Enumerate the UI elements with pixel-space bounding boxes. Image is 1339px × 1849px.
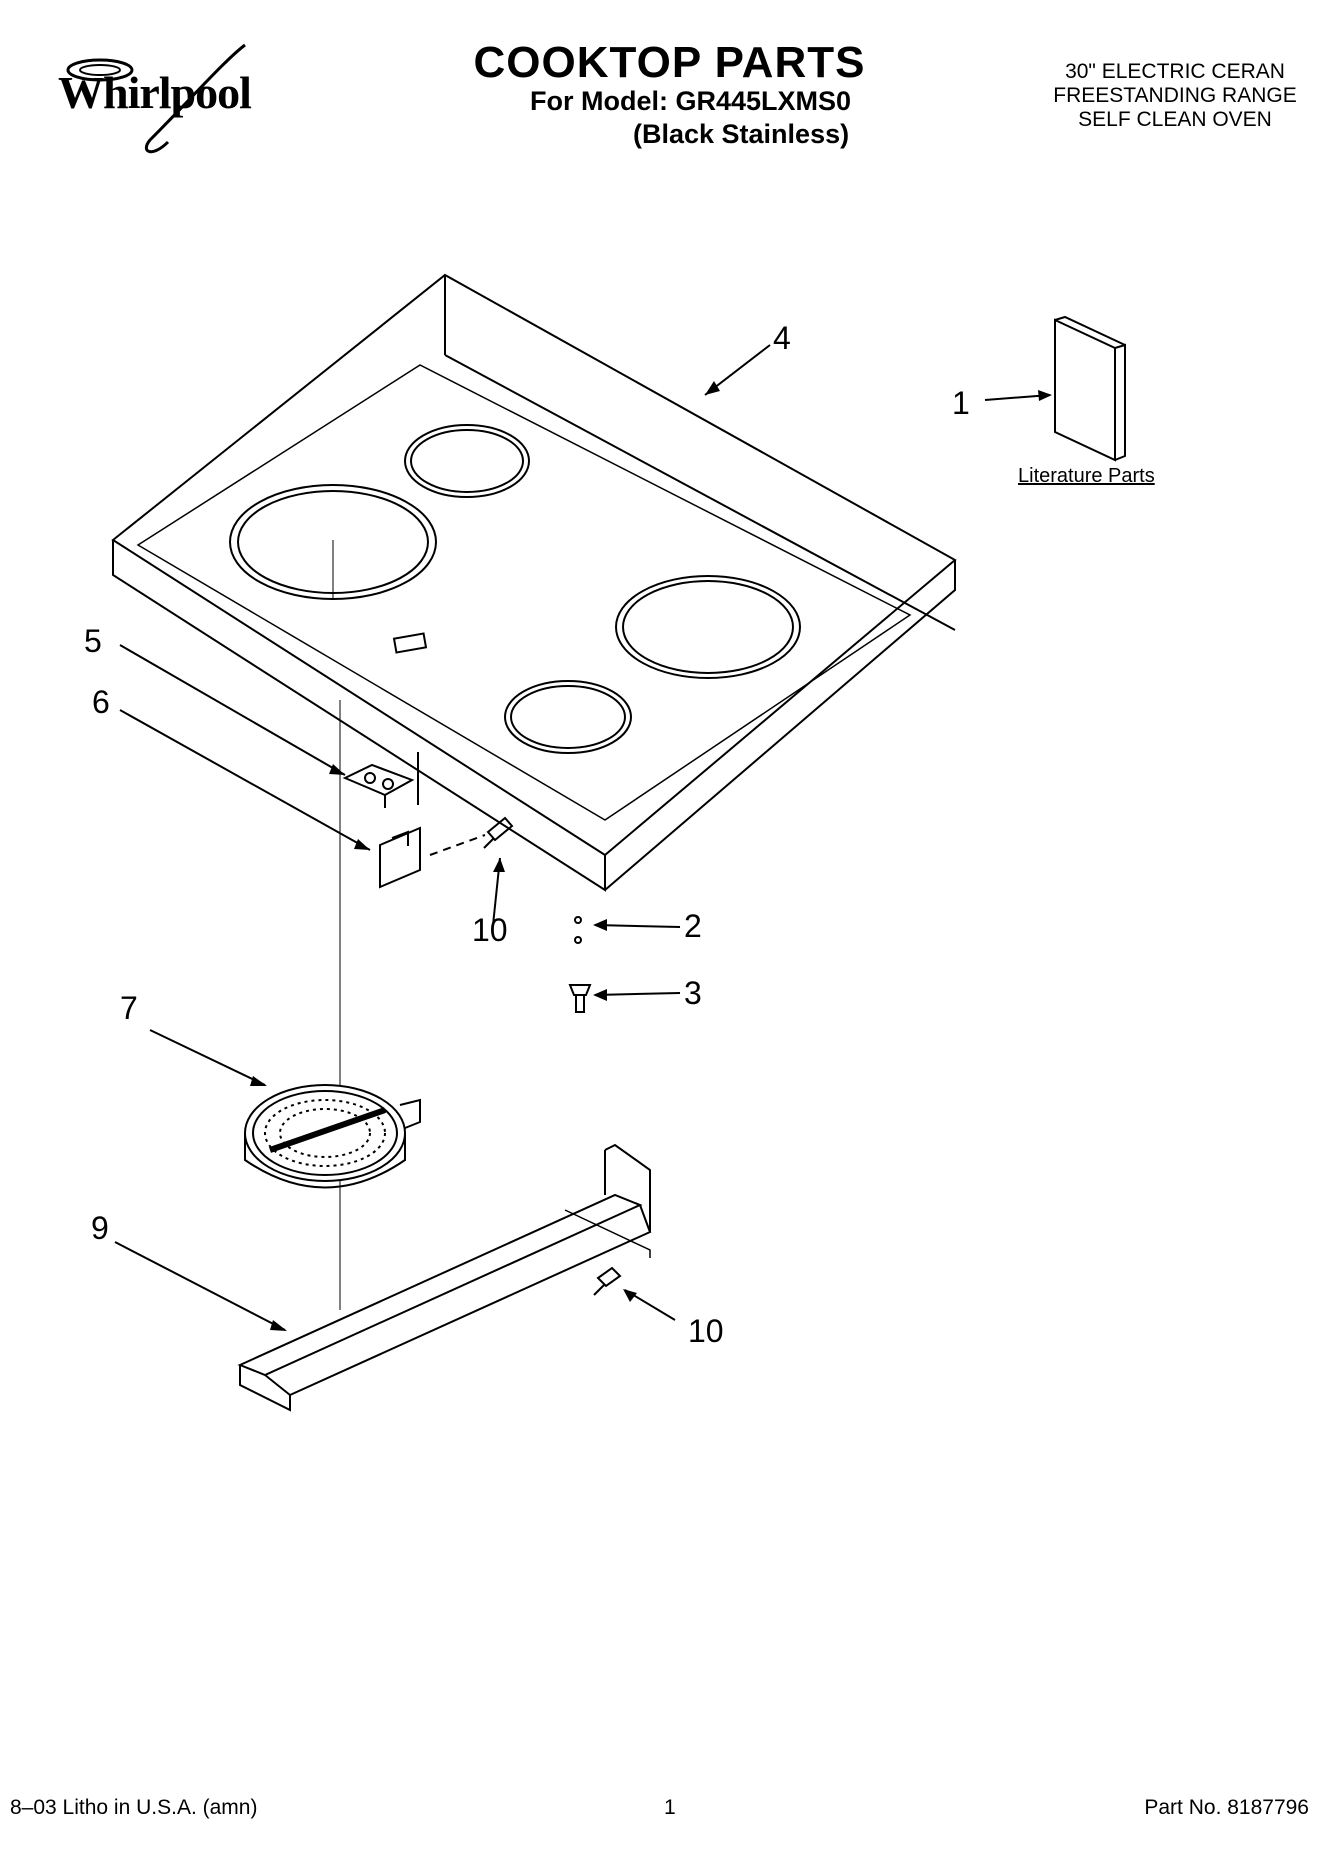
footer-litho: 8–03 Litho in U.S.A. (amn) [10,1796,258,1819]
mounting-bracket-part [379,826,421,889]
screw-upper-part [429,816,514,856]
callout-10-lower: 10 [688,1313,724,1349]
page-title: COOKTOP PARTS [473,38,866,87]
callout-2: 2 [684,908,702,944]
clip-part [574,916,582,944]
callout-1: 1 [952,385,970,421]
callout-3: 3 [684,975,702,1011]
product-desc-line-3: SELF CLEAN OVEN [1078,108,1272,131]
callout-10-upper: 10 [472,912,508,948]
page-number: 1 [664,1796,676,1819]
literature-part-booklet [1054,315,1126,462]
model-line: For Model: GR445LXMS0 [530,86,852,116]
screw-part [568,984,592,1013]
screw-lower-part [564,1209,651,1296]
callout-4: 4 [773,320,791,356]
literature-parts-label: Literature Parts [1018,465,1155,487]
callout-6: 6 [92,684,110,720]
callout-7: 7 [120,990,138,1026]
radiant-element-part [244,1084,421,1189]
logo-text: Whirlpool [58,67,252,118]
arrowheads [250,381,1052,1331]
support-bar-part [237,1143,652,1412]
callout-9: 9 [91,1210,109,1246]
cooktop-glass-part [111,273,957,892]
whirlpool-logo [66,43,246,154]
callout-5: 5 [84,623,102,659]
part-number: Part No. 8187796 [1144,1796,1309,1819]
product-desc-line-2: FREESTANDING RANGE [1053,84,1297,107]
finish-line: (Black Stainless) [633,119,850,149]
product-desc-line-1: 30" ELECTRIC CERAN [1065,60,1285,83]
terminal-block-part [342,752,419,808]
